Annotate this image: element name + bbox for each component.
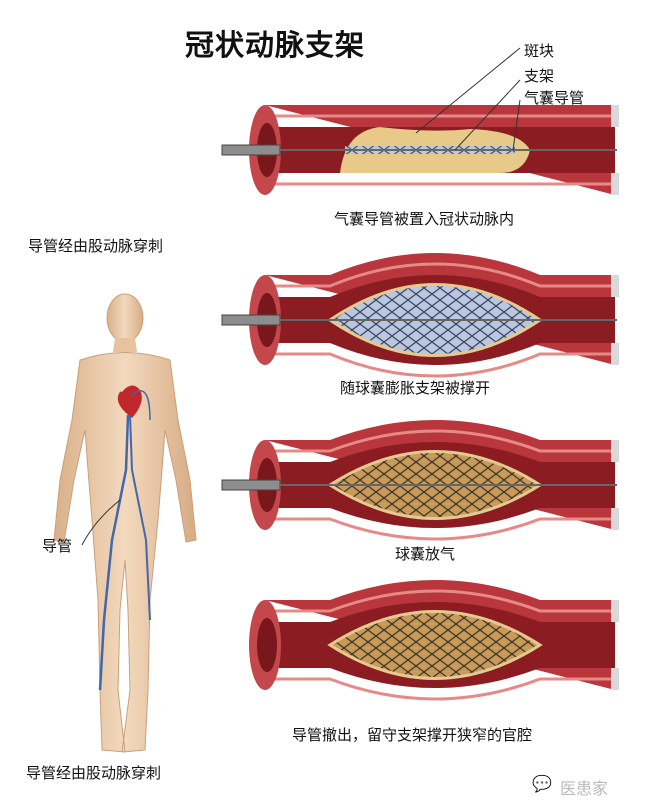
vessel-end bbox=[611, 600, 619, 622]
step-2-caption: 随球囊膨胀支架被撑开 bbox=[340, 379, 491, 397]
label-puncture-top: 导管经由股动脉穿刺 bbox=[28, 237, 164, 255]
wall-highlight bbox=[265, 677, 615, 701]
wechat-icon: 💬 bbox=[532, 774, 552, 793]
catheter-tube bbox=[221, 479, 281, 491]
page-title: 冠状动脉支架 bbox=[185, 28, 366, 62]
label-stent: 支架 bbox=[524, 67, 555, 85]
expanded-stent bbox=[327, 610, 543, 680]
label-puncture-bottom: 导管经由股动脉穿刺 bbox=[26, 764, 162, 782]
leader-balloon bbox=[512, 99, 521, 151]
artery-step-4 bbox=[249, 580, 619, 701]
vessel-end bbox=[611, 440, 619, 462]
wall-highlight bbox=[265, 429, 615, 453]
catheter-tube bbox=[221, 314, 281, 326]
watermark-text: 医患家 bbox=[560, 779, 609, 798]
step-3-caption: 球囊放气 bbox=[395, 545, 456, 563]
leader-stent bbox=[454, 79, 521, 151]
artery-step-2 bbox=[221, 253, 619, 378]
heart-icon bbox=[117, 385, 142, 418]
vessel-end bbox=[611, 508, 619, 530]
label-plaque: 斑块 bbox=[524, 42, 555, 60]
vessel-opening-inner bbox=[257, 618, 277, 672]
label-balloon-catheter: 气囊导管 bbox=[524, 89, 585, 107]
step-1-caption: 气囊导管被置入冠状动脉内 bbox=[334, 210, 515, 228]
wall-highlight bbox=[265, 589, 615, 613]
artery-step-3 bbox=[221, 420, 619, 541]
vessel-end bbox=[611, 275, 619, 297]
step-4-caption: 导管撤出，留守支架撑开狭窄的官腔 bbox=[292, 726, 533, 744]
artery-step-1 bbox=[221, 105, 619, 195]
human-body-figure bbox=[53, 293, 197, 753]
wall-highlight bbox=[265, 262, 615, 288]
wall-highlight bbox=[265, 517, 615, 541]
vessel-end bbox=[611, 105, 619, 127]
vessel-end bbox=[611, 668, 619, 690]
label-catheter: 导管 bbox=[42, 537, 73, 555]
leader-plaque bbox=[415, 47, 521, 134]
vessel-end bbox=[611, 173, 619, 195]
wall-highlight bbox=[265, 352, 615, 378]
vessel-end bbox=[611, 343, 619, 365]
catheter-tube bbox=[221, 144, 281, 156]
